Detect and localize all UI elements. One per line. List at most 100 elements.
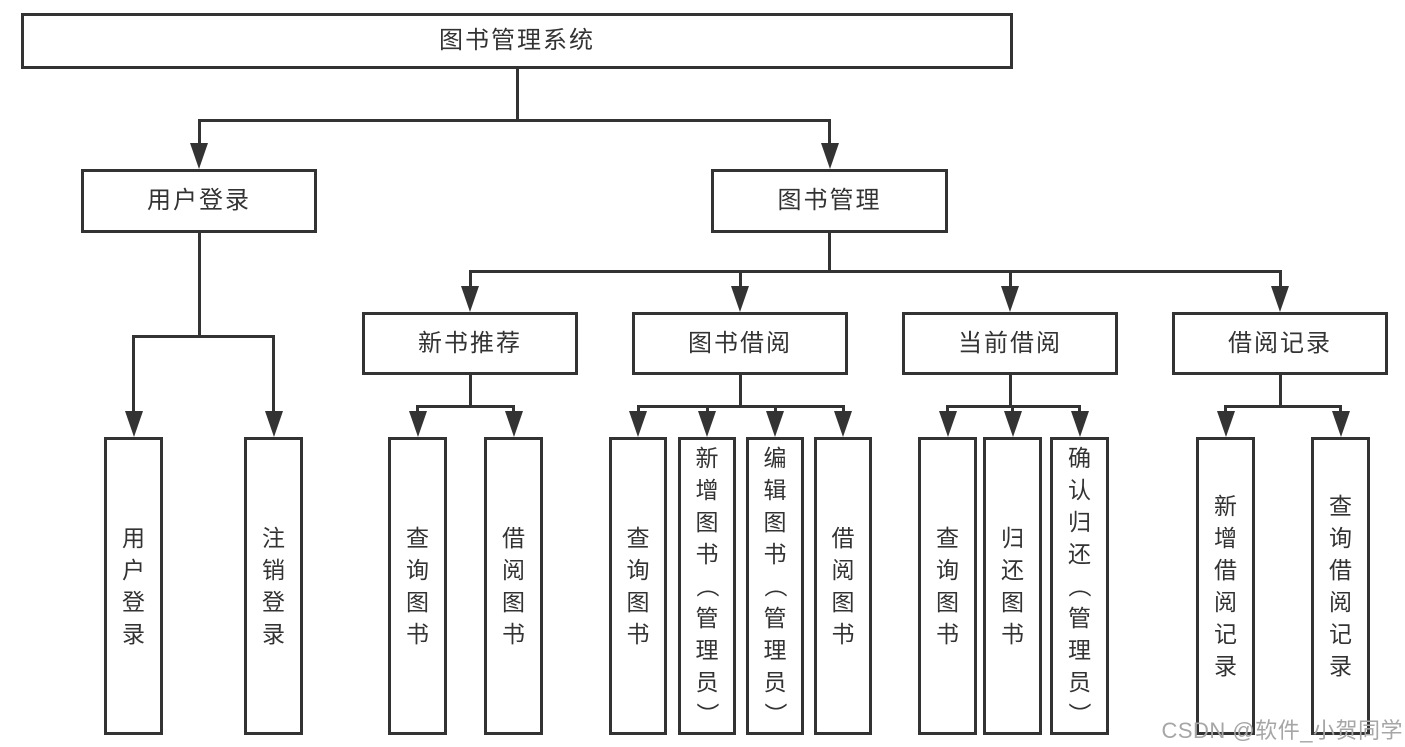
connector-line [636,404,845,408]
connector-line [416,404,515,408]
vertical-label-char: 销 [262,557,285,583]
arrowhead-down-icon [698,411,716,437]
vertical-label-char: 注 [262,525,285,551]
vertical-label-char: 管 [763,605,787,631]
arrowhead-down-icon [461,286,479,312]
node-current-borrow: 当前借阅 [902,312,1118,375]
node-book-mgmt-label: 图书管理 [777,187,882,214]
connector-line [1278,271,1282,292]
vertical-label-char: （ [1066,574,1093,598]
vertical-label-char: 辑 [763,477,787,503]
connector-line [1008,271,1012,292]
node-cb-return-book-label: 归还图书 [986,440,1039,732]
vertical-label-char: 阅 [1329,589,1352,615]
node-nbr-borrow-book: 借阅图书 [484,437,543,735]
vertical-label-char: 书 [695,541,719,567]
arrowhead-down-icon [264,411,283,437]
vertical-label-char: （ [762,574,788,598]
node-book-borrow: 图书借阅 [632,312,848,375]
vertical-label-char: 阅 [502,557,525,583]
vertical-label-char: 员 [695,669,719,695]
vertical-label-char: 图 [406,589,429,615]
node-user-login: 用户登录 [81,169,317,233]
vertical-label-char: 归 [1068,509,1091,535]
vertical-label-char: 图 [626,589,650,615]
arrowhead-down-icon [1003,411,1022,437]
vertical-label-char: 借 [831,525,855,551]
vertical-label-char: 查 [626,525,650,551]
connector-line [1008,375,1012,406]
node-bb-add-book: 新增图书（管理员） [678,437,736,735]
node-br-add-record: 新增借阅记录 [1196,437,1255,735]
vertical-label-char: 认 [1068,477,1091,503]
vertical-label-char: 书 [1001,621,1024,647]
watermark: CSDN @软件_小贺同学 [1161,718,1403,743]
vertical-label-char: 还 [1068,541,1091,567]
node-book-borrow-label: 图书借阅 [688,329,792,357]
node-borrow-records-label: 借阅记录 [1228,329,1332,357]
vertical-label-char: 管 [695,605,719,631]
arrowhead-down-icon [834,411,852,437]
vertical-label-char: 登 [122,589,145,615]
arrowhead-down-icon [190,143,208,169]
connector-line [197,118,831,122]
vertical-label-char: （ [694,574,720,598]
vertical-label-char: 理 [1068,637,1091,663]
node-new-book-rec: 新书推荐 [362,312,578,375]
node-leaf-logout: 注销登录 [244,437,303,735]
vertical-label-char: 新 [695,445,719,471]
vertical-label-char: 员 [763,669,787,695]
connector-line [738,375,742,406]
node-bb-add-book-label: 新增图书（管理员） [681,440,733,732]
node-nbr-query-book: 查询图书 [388,437,447,735]
vertical-label-char: 书 [626,621,650,647]
connector-line [197,120,201,149]
vertical-label-char: 图 [936,589,959,615]
vertical-label-char: 用 [122,525,145,551]
vertical-label-char: 询 [626,557,650,583]
vertical-label-char: 新 [1214,493,1237,519]
node-leaf-logout-label: 注销登录 [247,440,300,732]
arrowhead-down-icon [1001,286,1019,312]
node-br-query-record: 查询借阅记录 [1311,437,1370,735]
node-user-login-label: 用户登录 [147,187,251,214]
connector-line [272,336,275,417]
vertical-label-char: 查 [1329,493,1352,519]
vertical-label-char: 理 [763,637,787,663]
vertical-label-char: 增 [1214,525,1237,551]
vertical-label-char: 管 [1068,605,1091,631]
vertical-label-char: 书 [763,541,787,567]
arrowhead-down-icon [124,411,143,437]
vertical-label-char: 图 [695,509,719,535]
arrowhead-down-icon [1216,411,1235,437]
node-br-query-record-label: 查询借阅记录 [1314,440,1367,732]
vertical-label-char: 阅 [831,557,855,583]
vertical-label-char: 借 [1329,557,1352,583]
vertical-label-char: 书 [502,621,525,647]
vertical-label-char: 登 [262,589,285,615]
vertical-label-char: 增 [695,477,719,503]
connector-line [197,233,201,336]
vertical-label-char: 户 [122,557,145,583]
vertical-label-char: 查 [406,525,429,551]
node-cb-confirm-return-label: 确认归还（管理员） [1053,440,1106,732]
vertical-label-char: ） [762,702,788,726]
node-bb-query-book: 查询图书 [609,437,667,735]
node-leaf-user-login-label: 用户登录 [107,440,160,732]
arrowhead-down-icon [1070,411,1089,437]
arrowhead-down-icon [1331,411,1350,437]
connector-line [828,120,831,149]
connector-line [738,271,742,292]
node-br-add-record-label: 新增借阅记录 [1199,440,1252,732]
arrowhead-down-icon [766,411,784,437]
connector-line [515,69,519,120]
vertical-label-char: 书 [406,621,429,647]
arrowhead-down-icon [504,411,523,437]
node-book-mgmt: 图书管理 [711,169,948,233]
vertical-label-char: 还 [1001,557,1024,583]
vertical-label-char: 询 [1329,525,1352,551]
vertical-label-char: 图 [1001,589,1024,615]
node-nbr-query-book-label: 查询图书 [391,440,444,732]
arrowhead-down-icon [731,286,749,312]
vertical-label-char: 书 [831,621,855,647]
